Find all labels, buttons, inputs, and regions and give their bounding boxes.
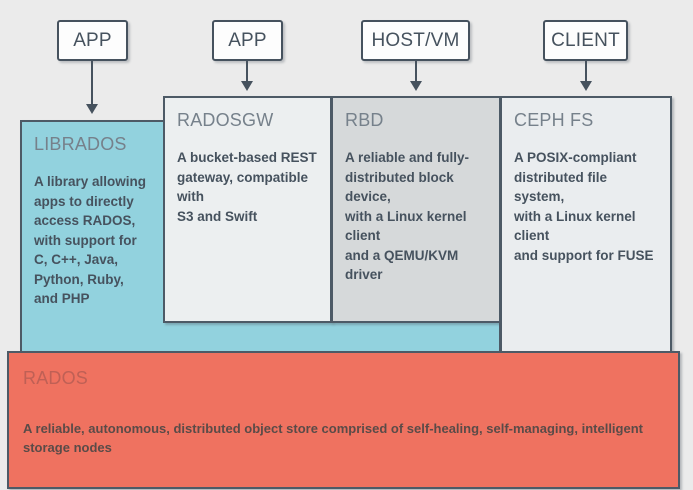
layer-title-rbd: RBD	[345, 110, 384, 130]
actor-label-client: CLIENT	[551, 29, 620, 51]
actor-box-app-librados[interactable]: APP	[57, 20, 128, 61]
layer-description-rbd: A reliable and fully- distributed block …	[345, 150, 470, 282]
actor-label-app-librados: APP	[73, 29, 112, 51]
layer-title-radosgw: RADOSGW	[177, 110, 274, 130]
layer-description-rados: A reliable, autonomous, distributed obje…	[23, 421, 643, 455]
layer-box-radosgw[interactable]: RADOSGW A bucket-based REST gateway, com…	[163, 96, 332, 323]
layer-title-rados: RADOS	[23, 368, 89, 388]
connector-app-to-librados	[91, 60, 93, 107]
layer-description-librados: A library allowing apps to directly acce…	[34, 174, 147, 306]
layer-box-rados[interactable]: RADOS A reliable, autonomous, distribute…	[7, 351, 680, 489]
actor-label-app-radosgw: APP	[228, 29, 267, 51]
actor-box-app-radosgw[interactable]: APP	[212, 20, 283, 61]
actor-box-client[interactable]: CLIENT	[543, 20, 628, 61]
connector-client-to-cephfs	[585, 60, 587, 84]
connector-app-to-radosgw	[246, 60, 248, 84]
layer-title-cephfs: CEPH FS	[514, 110, 594, 130]
connector-hostvm-to-rbd	[415, 60, 417, 84]
layer-description-radosgw: A bucket-based REST gateway, compatible …	[177, 150, 317, 224]
arrowhead-client-to-cephfs	[580, 81, 592, 91]
arrowhead-app-to-librados	[86, 104, 98, 114]
layer-description-cephfs: A POSIX-compliant distributed file syste…	[514, 150, 654, 263]
actor-box-host-vm[interactable]: HOST/VM	[361, 20, 470, 61]
actor-label-host-vm: HOST/VM	[371, 29, 460, 51]
arrowhead-app-to-radosgw	[241, 81, 253, 91]
arrowhead-hostvm-to-rbd	[410, 81, 422, 91]
layer-title-librados: LIBRADOS	[34, 134, 127, 154]
layer-box-cephfs[interactable]: CEPH FS A POSIX-compliant distributed fi…	[500, 96, 672, 374]
layer-box-rbd[interactable]: RBD A reliable and fully- distributed bl…	[331, 96, 501, 323]
